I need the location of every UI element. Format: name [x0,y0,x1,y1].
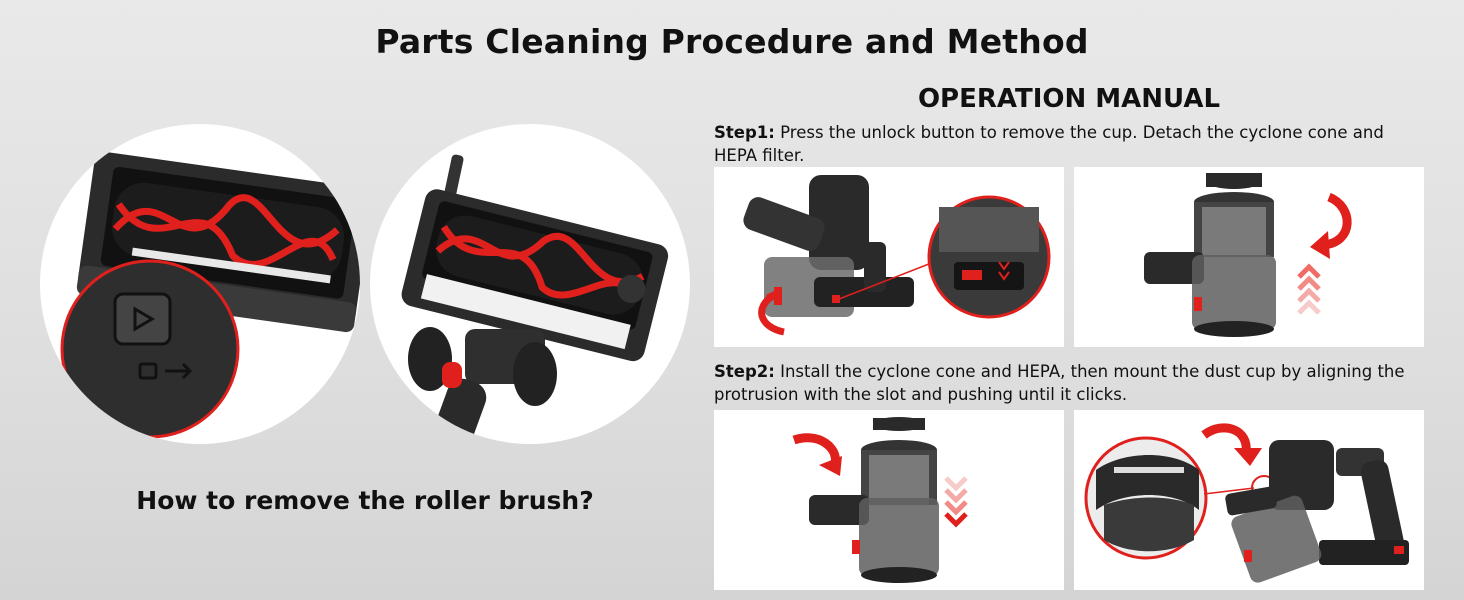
step2-text: Install the cyclone cone and HEPA, then … [714,362,1405,404]
step1-instruction: Step1: Press the unlock button to remove… [714,121,1424,167]
step1-unlock-image [714,167,1064,347]
step2-label: Step2: [714,362,775,381]
page-title: Parts Cleaning Procedure and Method [375,22,1089,61]
step1-label: Step1: [714,123,775,142]
step2-mount-cup-image [1074,410,1424,590]
step2-instruction: Step2: Install the cyclone cone and HEPA… [714,360,1424,406]
brush-head-open-image [370,124,690,444]
brush-head-closed-image [40,124,360,444]
step1-text: Press the unlock button to remove the cu… [714,123,1384,165]
operation-manual-heading: OPERATION MANUAL [917,84,1221,114]
roller-brush-question: How to remove the roller brush? [136,486,594,515]
step2-install-filter-image [714,410,1064,590]
step1-detach-filter-image [1074,167,1424,347]
